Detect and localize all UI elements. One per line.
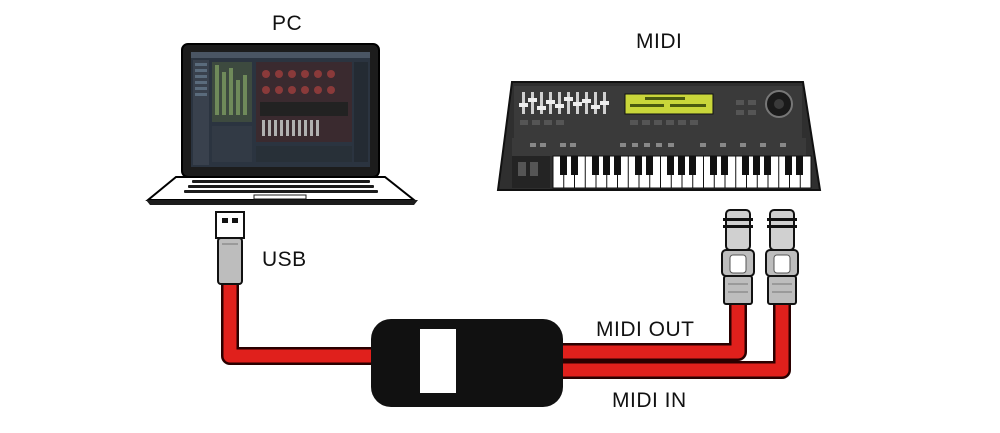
midi-label: MIDI — [636, 30, 683, 53]
midi-out-connector — [721, 209, 755, 305]
laptop-screen — [181, 43, 380, 178]
interface-label-window — [420, 329, 456, 393]
pc-label: PC — [272, 12, 303, 35]
midi-keyboard — [496, 81, 822, 191]
usb-cable — [221, 282, 382, 365]
midi-in-cable — [552, 300, 791, 379]
piano-keys — [552, 155, 812, 189]
midi-in-connector — [765, 209, 799, 305]
laptop — [145, 43, 418, 205]
midi-out-label: MIDI OUT — [596, 318, 695, 341]
laptop-base — [145, 176, 418, 205]
midi-in-label: MIDI IN — [612, 389, 687, 412]
midi-interface-box — [371, 319, 563, 407]
midi-out-cable — [552, 300, 747, 361]
usb-label: USB — [262, 248, 307, 271]
usb-plug — [215, 211, 245, 285]
